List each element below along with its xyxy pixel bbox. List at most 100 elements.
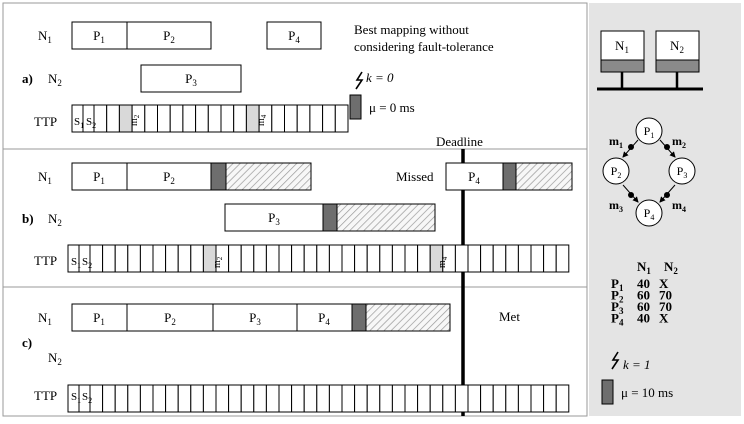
mu-value: μ = 10 ms	[621, 385, 673, 400]
ttp-slot	[517, 244, 532, 273]
arch-node-n1	[600, 30, 645, 61]
ttp-slot	[202, 384, 217, 413]
graph-label-p1: P1	[644, 124, 655, 140]
ttp-slot	[228, 384, 242, 413]
ttp-slot	[404, 384, 419, 413]
process-box-p2	[126, 21, 212, 50]
graph-node-p1	[635, 117, 663, 145]
ttp-bus-c	[67, 384, 570, 413]
ttp-slot	[114, 384, 129, 413]
slot-label-s1: S1	[71, 391, 81, 405]
ttp-slot	[233, 104, 247, 133]
edge-label-m3: m3	[609, 198, 623, 214]
panel-b: N1 b) N2 TTP P1 P2 Missed P4 P3 S1 S2 m2…	[22, 162, 573, 273]
process-box-p2	[126, 303, 214, 332]
ttp-slot	[220, 104, 235, 133]
dot-m4	[664, 192, 670, 198]
ttp-slot	[442, 384, 456, 413]
ttp-slot	[182, 104, 197, 133]
scenario-label-c: c)	[22, 335, 32, 350]
recovery-overhead-p4	[502, 162, 517, 191]
process-label-p4: P4	[468, 169, 480, 186]
ttp-slot	[505, 244, 519, 273]
wcet-header-n2: N2	[664, 259, 678, 276]
slot-label-m4: m4	[256, 114, 268, 126]
graph-node-p3	[668, 157, 696, 185]
process-label-p3: P3	[185, 71, 197, 88]
process-label-p2: P2	[163, 169, 175, 186]
ttp-slot	[177, 384, 192, 413]
wcet-cell-n2: 70	[659, 299, 672, 314]
ttp-slot	[139, 384, 154, 413]
graph-node-p2	[602, 157, 630, 185]
ttp-slot	[102, 244, 116, 273]
ttp-slot	[322, 104, 336, 133]
ttp-slot	[102, 384, 116, 413]
ttp-slot	[379, 244, 393, 273]
dot-m1	[628, 144, 634, 150]
process-box-p1	[71, 303, 128, 332]
ttp-slot	[366, 384, 381, 413]
edge-label-m1: m1	[609, 134, 623, 150]
ttp-slot	[190, 244, 204, 273]
process-label-p3: P3	[268, 210, 280, 227]
ttp-slot	[253, 244, 267, 273]
mu-value-a: μ = 0 ms	[369, 100, 415, 115]
reexecution-slack-p3	[336, 203, 436, 232]
wcet-cell-n1: 60	[637, 288, 650, 303]
ttp-slot	[543, 244, 557, 273]
slot-label-s1: S1	[71, 256, 81, 270]
ttp-slot	[480, 244, 494, 273]
ttp-slot	[240, 384, 255, 413]
graph-label-p4: P4	[644, 206, 655, 222]
ttp-slot	[467, 244, 482, 273]
ttp-slot	[555, 384, 570, 413]
process-graph: P1 P2 P3 P4 m1 m2 m3 m4	[602, 117, 696, 227]
ttp-slot	[152, 384, 167, 413]
reexecution-slack	[365, 303, 451, 332]
ttp-slot	[152, 244, 167, 273]
wcet-cell-n2: X	[659, 276, 669, 291]
ttp-slot	[555, 244, 570, 273]
status-missed: Missed	[396, 169, 434, 184]
ttp-slot	[341, 244, 356, 273]
process-label-p4: P4	[288, 28, 300, 45]
wcet-row-process: P3	[611, 299, 624, 316]
ttp-slot	[240, 244, 255, 273]
process-label-p2: P2	[163, 28, 175, 45]
process-label-p1: P1	[93, 310, 105, 327]
edge-label-m4: m4	[672, 198, 686, 214]
wcet-row-process: P2	[611, 288, 624, 305]
ttp-slot	[127, 384, 141, 413]
recovery-overhead-icon	[601, 379, 614, 405]
dot-m2	[664, 144, 670, 150]
ttp-slot	[278, 244, 293, 273]
ttp-slot	[127, 244, 141, 273]
slot-label-s1: S1	[74, 116, 84, 130]
wcet-cell-n1: 60	[637, 299, 650, 314]
ttp-slot	[303, 384, 318, 413]
ttp-slot	[114, 244, 129, 273]
arch-node-n2-controller	[655, 59, 700, 73]
ttp-slot	[492, 384, 507, 413]
row-label-n1: N1	[38, 169, 52, 186]
graph-node-p4	[635, 199, 663, 227]
ttp-slot	[278, 384, 293, 413]
ttp-slot	[316, 384, 330, 413]
note-line-1: Best mapping without	[354, 22, 469, 37]
fault-lightning-icon	[355, 71, 364, 90]
ttp-slot	[354, 384, 368, 413]
process-box-p4	[445, 162, 504, 191]
row-label-ttp: TTP	[34, 253, 57, 268]
ttp-slot	[334, 104, 349, 133]
ttp-slot	[296, 104, 311, 133]
deadline-label: Deadline	[436, 134, 483, 149]
ttp-slot	[417, 244, 431, 273]
ttp-slot	[391, 384, 406, 413]
ttp-slot	[190, 384, 204, 413]
ttp-slot	[429, 384, 444, 413]
